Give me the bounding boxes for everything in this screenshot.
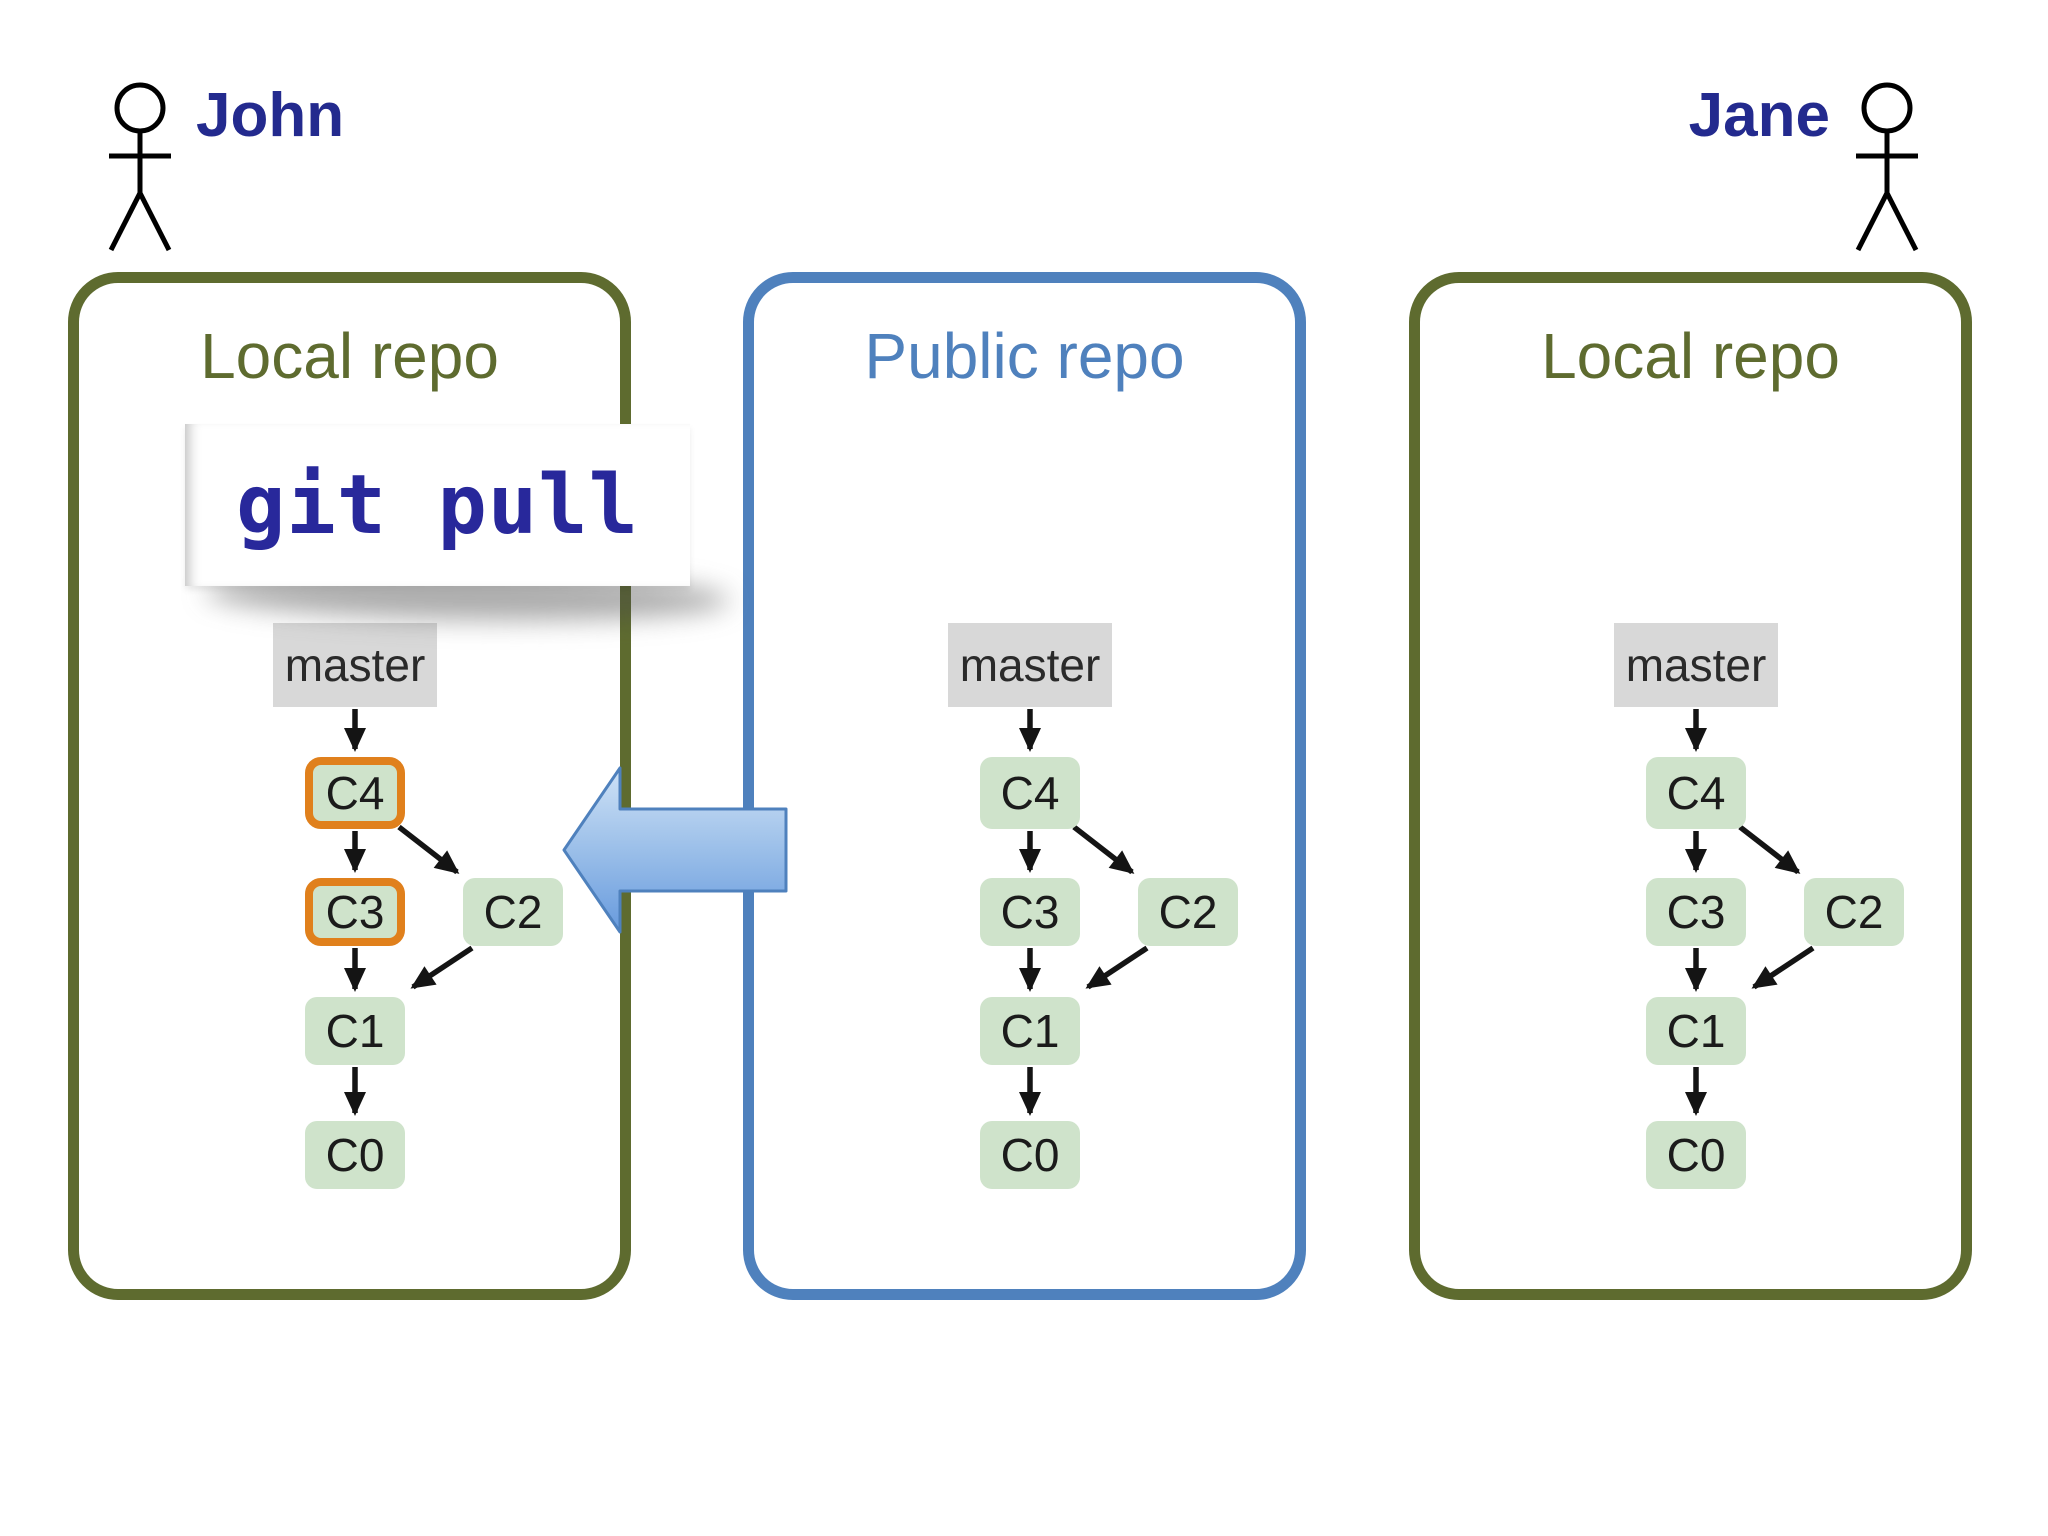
commit-node-c4: C4 (1646, 757, 1746, 829)
commit-node-c3: C3 (980, 878, 1080, 946)
branch-label-master: master (948, 623, 1112, 707)
commit-edge (397, 824, 460, 875)
commit-edges (344, 709, 474, 1116)
repo-title: Local repo (200, 320, 499, 392)
commit-edge (1751, 945, 1815, 990)
branch-label-master: master (273, 623, 437, 707)
commit-edges (1685, 709, 1815, 1116)
pull-direction-arrow-icon (562, 766, 788, 934)
commit-node-c4: C4 (980, 757, 1080, 829)
commit-node-c2: C2 (1804, 878, 1904, 946)
commit-edges (1019, 709, 1149, 1116)
commit-node-c0: C0 (980, 1121, 1080, 1189)
stick-figure-john-icon (108, 82, 172, 252)
commit-node-c0: C0 (305, 1121, 405, 1189)
command-label: git pull (236, 457, 639, 553)
git-pull-command-card: git pull (185, 424, 690, 586)
commit-node-c0: C0 (1646, 1121, 1746, 1189)
person-name-john: John (196, 81, 345, 150)
commit-node-c1: C1 (305, 997, 405, 1065)
commit-edge (410, 945, 474, 990)
commit-node-c2: C2 (1138, 878, 1238, 946)
branch-label-master: master (1614, 623, 1778, 707)
repo-title: Public repo (864, 320, 1185, 392)
commit-node-c1: C1 (1646, 997, 1746, 1065)
commit-node-c3: C3 (305, 878, 405, 946)
stick-figure-jane-icon (1855, 82, 1919, 252)
person-name-jane: Jane (1688, 81, 1830, 150)
commit-edge (1072, 824, 1135, 875)
commit-edge (1738, 824, 1801, 875)
commit-node-c3: C3 (1646, 878, 1746, 946)
commit-edge (1085, 945, 1149, 990)
commit-node-c2: C2 (463, 878, 563, 946)
commit-node-c4: C4 (305, 757, 405, 829)
repo-title: Local repo (1541, 320, 1840, 392)
commit-node-c1: C1 (980, 997, 1080, 1065)
